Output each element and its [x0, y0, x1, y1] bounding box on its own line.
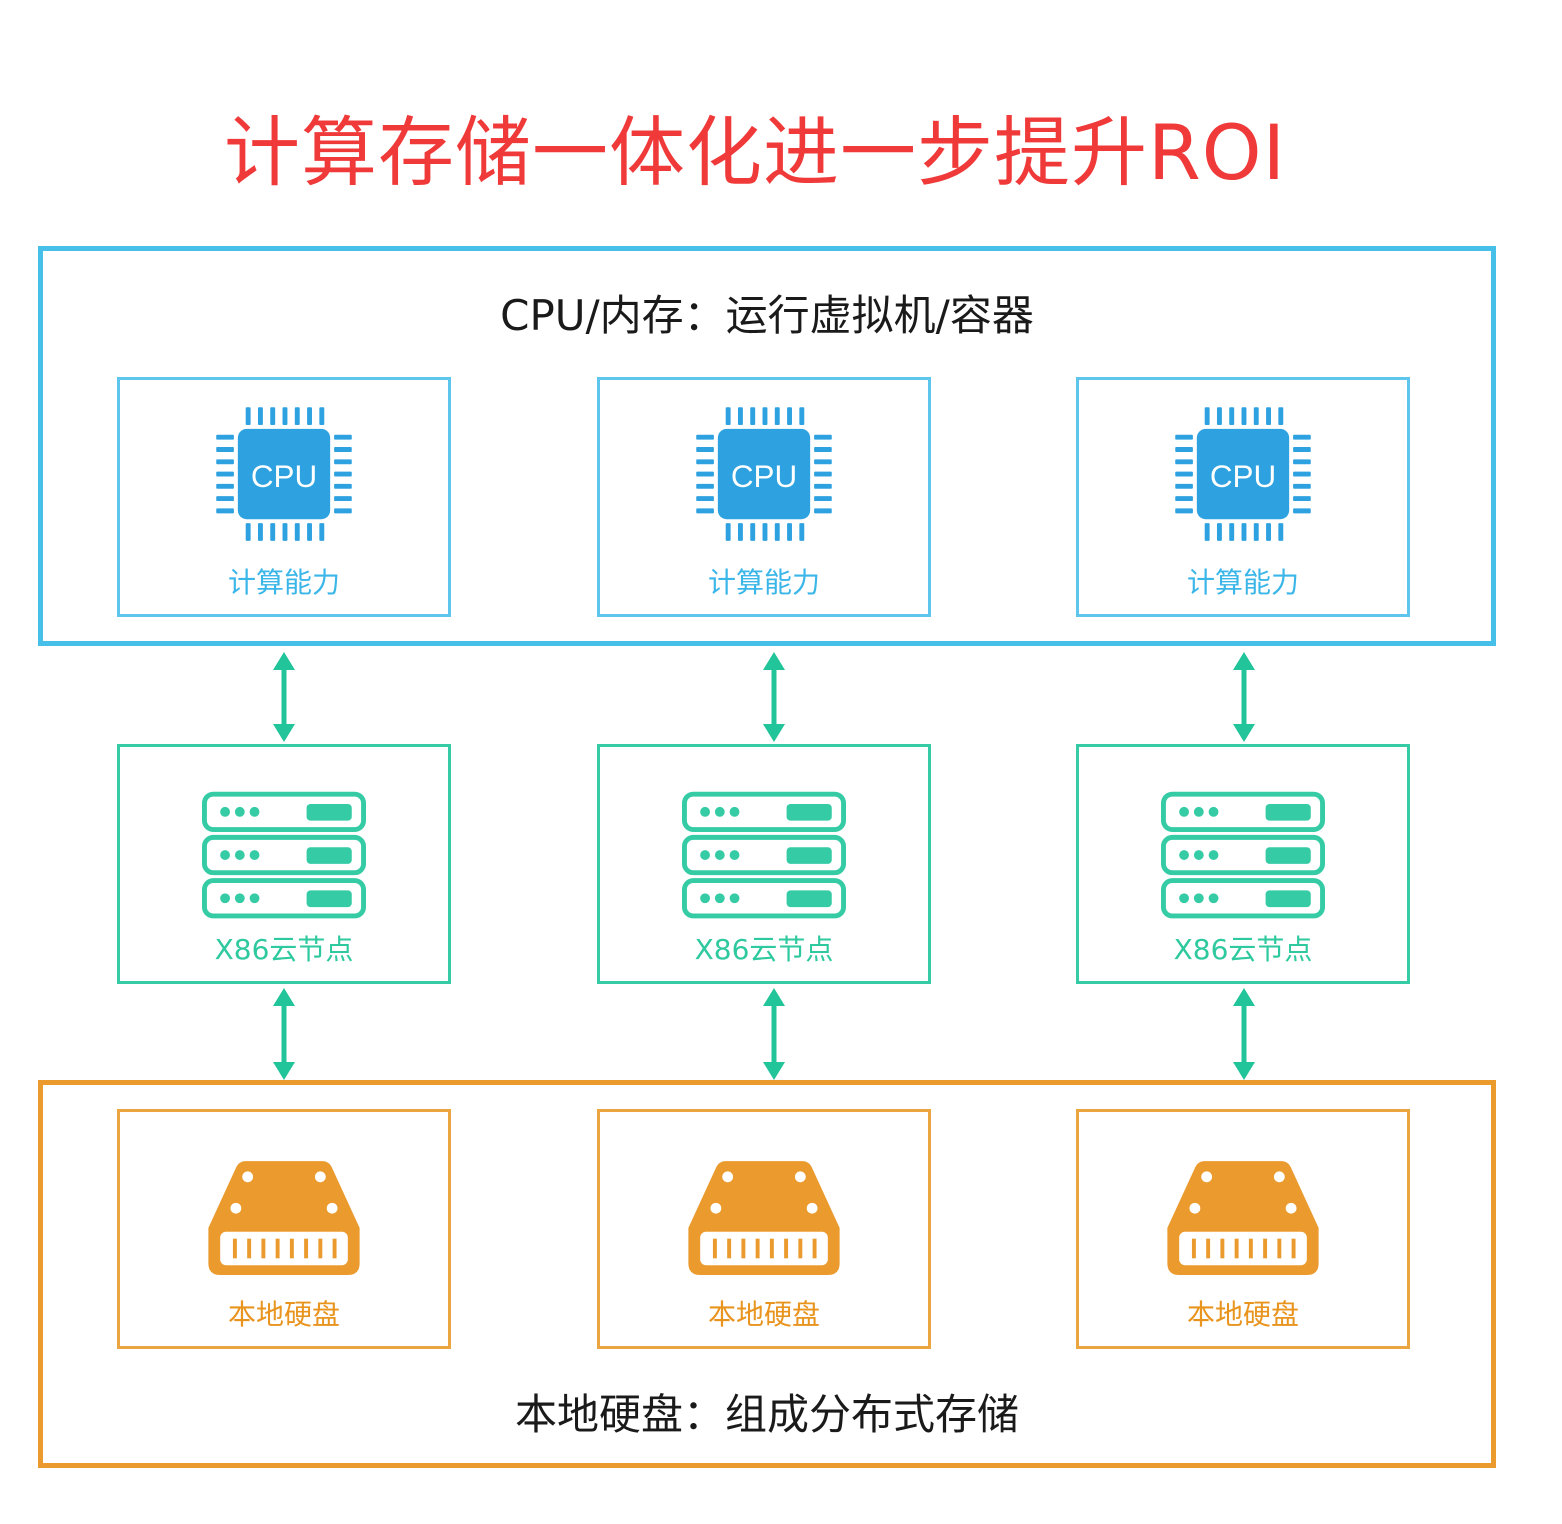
bidirectional-arrow-icon: [1233, 988, 1255, 1080]
cpu-chip-icon: CPU: [216, 407, 352, 541]
node-card-caption: X86云节点: [1173, 933, 1313, 966]
server-rack-icon: [202, 791, 366, 919]
storage-layer-label: 本地硬盘：组成分布式存储: [514, 1390, 1019, 1439]
cpu-chip-text: CPU: [1210, 459, 1276, 494]
bidirectional-arrow-icon: [763, 652, 785, 742]
cpu-chip-text: CPU: [251, 459, 317, 494]
diagram-title: 计算存储一体化进一步提升ROI: [223, 108, 1287, 197]
cpu-chip-icon: CPU: [696, 407, 832, 541]
storage-layer-box: 本地硬盘：组成分布式存储: [38, 1080, 1496, 1468]
compute-layer-box: CPU/内存：运行虚拟机/容器: [38, 246, 1496, 646]
bidirectional-arrow-icon: [273, 988, 295, 1080]
node-card-caption: X86云节点: [214, 933, 354, 966]
compute-card-caption: 计算能力: [1186, 566, 1299, 599]
compute-card: CPU 计算能力: [1076, 377, 1410, 617]
bidirectional-arrow-icon: [763, 988, 785, 1080]
compute-card: CPU 计算能力: [597, 377, 931, 617]
node-card: X86云节点: [597, 744, 931, 984]
cpu-chip-text: CPU: [731, 459, 797, 494]
disk-card: 本地硬盘: [117, 1109, 451, 1349]
server-rack-icon: [1161, 791, 1325, 919]
cpu-chip-icon: CPU: [1175, 407, 1311, 541]
disk-card: 本地硬盘: [597, 1109, 931, 1349]
disk-card-caption: 本地硬盘: [1186, 1298, 1299, 1331]
disk-card: 本地硬盘: [1076, 1109, 1410, 1349]
node-card: X86云节点: [1076, 744, 1410, 984]
hard-disk-icon: [688, 1161, 840, 1276]
compute-layer-label: CPU/内存：运行虚拟机/容器: [500, 291, 1034, 340]
compute-card-caption: 计算能力: [227, 566, 340, 599]
server-rack-icon: [682, 791, 846, 919]
disk-card-caption: 本地硬盘: [227, 1298, 340, 1331]
node-card-caption: X86云节点: [694, 933, 834, 966]
bidirectional-arrow-icon: [1233, 652, 1255, 742]
bidirectional-arrow-icon: [273, 652, 295, 742]
hard-disk-icon: [208, 1161, 360, 1276]
compute-card-caption: 计算能力: [707, 566, 820, 599]
disk-card-caption: 本地硬盘: [707, 1298, 820, 1331]
compute-card: CPU 计算能力: [117, 377, 451, 617]
hard-disk-icon: [1167, 1161, 1319, 1276]
node-card: X86云节点: [117, 744, 451, 984]
